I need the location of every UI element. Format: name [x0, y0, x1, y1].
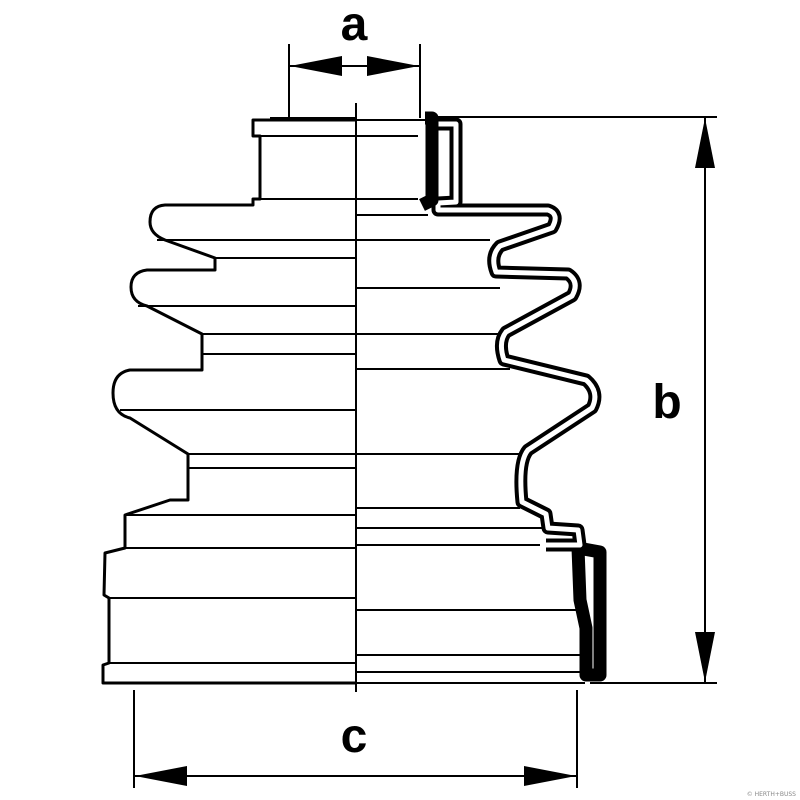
dimension-a: a — [288, 0, 421, 118]
dimension-c: c — [133, 690, 578, 788]
arrow-right-icon — [367, 56, 419, 76]
arrow-right-icon — [524, 766, 576, 786]
boot-cross-section — [419, 111, 607, 682]
arrow-left-icon — [135, 766, 187, 786]
dimension-label-a: a — [341, 0, 368, 51]
arrow-down-icon — [695, 632, 715, 682]
dimension-label-c: c — [341, 710, 368, 763]
arrow-left-icon — [290, 56, 342, 76]
arrow-up-icon — [695, 118, 715, 168]
boot-inner-lines — [356, 119, 585, 684]
dimension-label-b: b — [652, 376, 681, 429]
watermark: © HERTH+BUSS — [747, 791, 796, 798]
dimension-b: b — [435, 116, 717, 684]
boot-outline — [101, 117, 356, 685]
